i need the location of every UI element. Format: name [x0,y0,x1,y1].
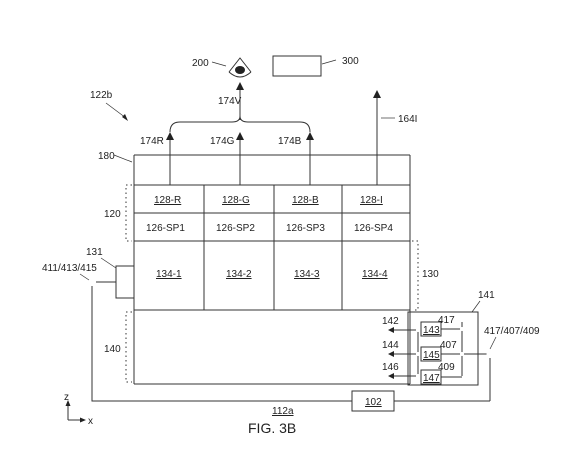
bus-112a [91,286,352,402]
block-143-label: 143 [423,325,440,336]
axis-x-label: x [88,416,93,427]
viewer-ref-label: 200 [192,58,209,69]
filter-b-label: 128-B [292,195,319,206]
ref-174v-label: 174V [218,96,242,107]
connector-signal-refs-label: 411/413/415 [42,263,97,274]
subpixel-3-label: 126-SP3 [286,223,325,234]
axis-z-label: z [64,392,69,403]
backplane-ref-label: 140 [104,344,121,355]
filter-r-label: 128-R [154,195,181,206]
ref-174g-label: 174G [210,136,235,147]
block-147-label: 147 [423,373,440,384]
cover-layer-ref-label: 180 [98,151,115,162]
viewer-eye-icon [228,57,252,78]
ref-164i-label: 164I [398,114,417,125]
brace-174v [169,115,311,133]
inner-ref-407-label: 407 [440,340,457,351]
axis-indicator [65,400,86,423]
subpixel-4-label: 126-SP4 [354,223,393,234]
circuit-ref-label: 141 [478,290,495,301]
filter-layer-ref-label: 120 [104,209,121,220]
filter-i-label: 128-I [360,195,383,206]
circuit-signal-refs-label: 417/407/409 [484,326,540,337]
ref-174b-label: 174B [278,136,302,147]
ref-174r-label: 174R [140,136,164,147]
external-box-ref-label: 300 [342,56,359,67]
connector-ref-label: 131 [86,247,103,258]
assembly-ref-label: 122b [90,90,113,101]
circuit-141 [407,311,479,386]
output-142-label: 142 [382,316,399,327]
driver-4-label: 134-4 [362,269,388,280]
connector-131 [115,265,135,299]
block-145-label: 145 [423,350,440,361]
filter-g-label: 128-G [222,195,250,206]
controller-ref-label: 102 [365,397,382,408]
inner-ref-417-label: 417 [438,315,455,326]
driver-1-label: 134-1 [156,269,182,280]
external-box-300 [272,55,322,77]
bus-ref-label: 112a [272,406,294,417]
inner-ref-409-label: 409 [438,362,455,373]
subpixel-2-label: 126-SP2 [216,223,255,234]
figure-caption: FIG. 3B [248,420,296,436]
controller-102 [351,390,395,412]
driver-2-label: 134-2 [226,269,252,280]
subpixel-1-label: 126-SP1 [146,223,185,234]
subpixel-layer-ref-label: 130 [422,269,439,280]
output-146-label: 146 [382,362,399,373]
output-144-label: 144 [382,340,399,351]
driver-3-label: 134-3 [294,269,320,280]
